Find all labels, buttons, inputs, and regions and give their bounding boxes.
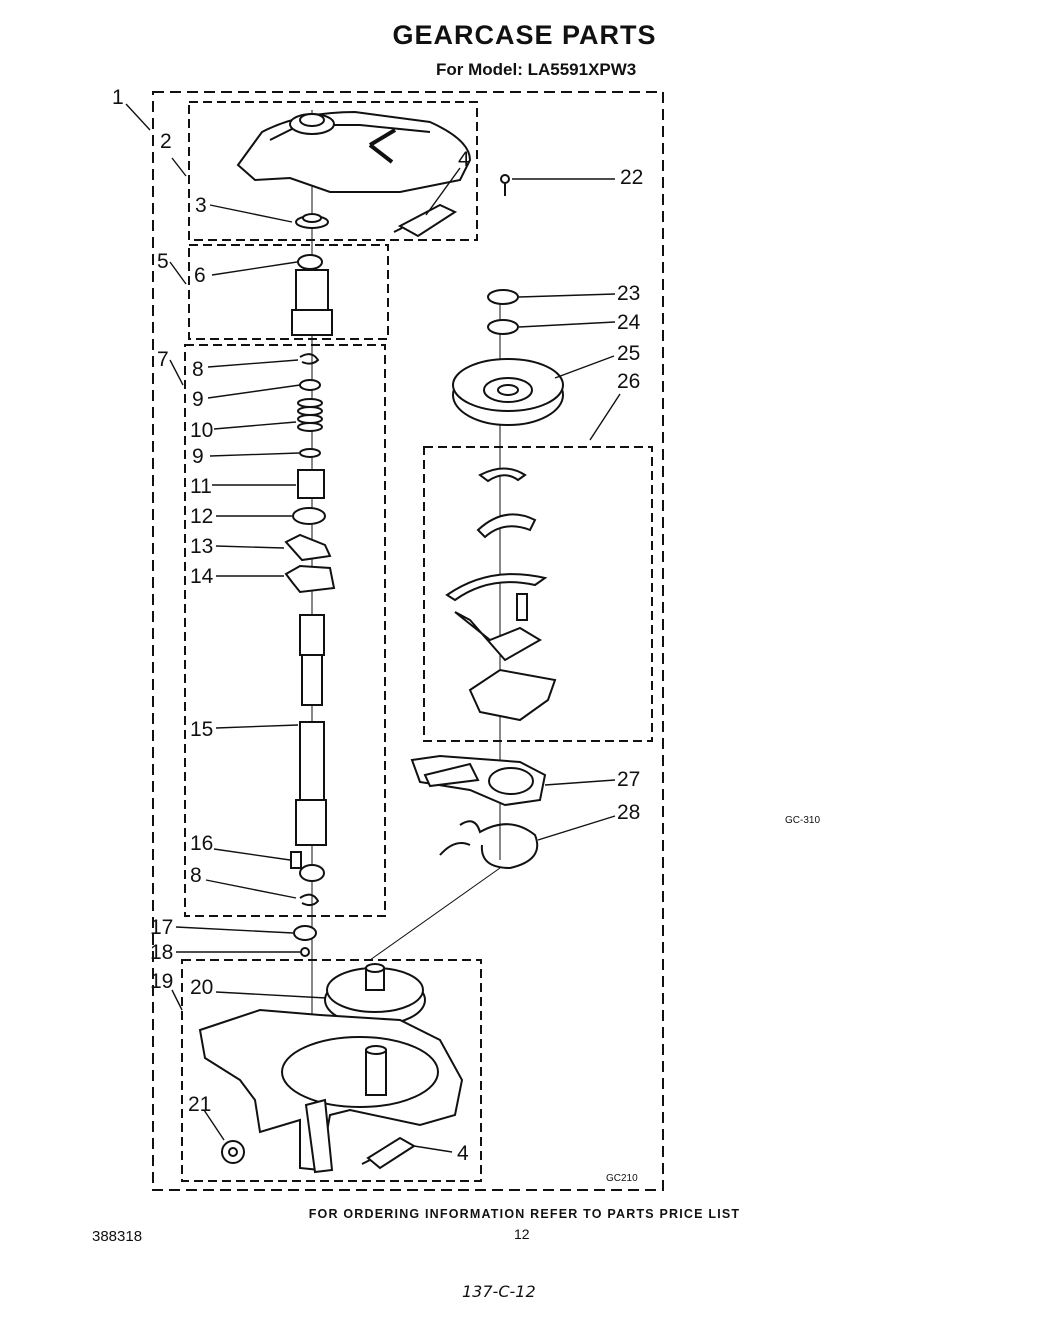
shift-clip (478, 467, 527, 483)
box-pinion-assembly (188, 244, 389, 340)
bearing-part (297, 254, 323, 270)
callout-numbers: 1 2 3 4 22 5 6 7 8 9 10 9 11 12 13 14 15… (112, 86, 643, 1165)
figure-code-side: GC-310 (785, 815, 820, 826)
box-cover-assembly (188, 101, 478, 241)
callout-18: 18 (150, 941, 173, 964)
ball-part (300, 947, 310, 957)
key-part (290, 851, 302, 869)
cam-bar-part (410, 754, 547, 807)
callout-21: 21 (188, 1093, 211, 1116)
spline-part (297, 469, 325, 499)
callout-9-top: 9 (192, 388, 204, 411)
callout-6: 6 (194, 264, 206, 287)
callout-17: 17 (150, 916, 173, 939)
callout-20: 20 (190, 976, 213, 999)
model-line: For Model: LA5591XPW3 (436, 60, 637, 79)
callout-1: 1 (112, 86, 124, 109)
washer-23 (487, 289, 519, 305)
callout-15: 15 (190, 718, 213, 741)
callout-8-bottom: 8 (190, 864, 202, 887)
callout-7: 7 (157, 348, 169, 371)
callout-3: 3 (195, 194, 207, 217)
shaft-upper-spline (299, 614, 325, 656)
callout-5: 5 (157, 250, 169, 273)
center-axis-lines (311, 110, 501, 1080)
page-title: GEARCASE PARTS (392, 20, 657, 50)
cover-part (236, 110, 472, 193)
pinion-part (295, 269, 329, 313)
thrust-washer (293, 925, 317, 941)
callout-9-bottom: 9 (192, 445, 204, 468)
retaining-ring-bottom (299, 893, 320, 907)
retaining-ring-top (299, 353, 320, 365)
box-housing-assembly (181, 959, 482, 1182)
page-number: 12 (514, 1226, 530, 1242)
washer-bottom (299, 448, 321, 458)
callout-24: 24 (617, 311, 641, 334)
callout-27: 27 (617, 768, 640, 791)
shaft-lower (299, 721, 325, 801)
callout-12: 12 (190, 505, 213, 528)
drive-gear-part (324, 963, 426, 1026)
callout-16: 16 (190, 832, 213, 855)
callout-14: 14 (190, 565, 214, 588)
callout-22: 22 (620, 166, 643, 189)
handwritten-note: 137-C-12 (462, 1282, 536, 1301)
shift-fork (445, 573, 548, 602)
spring-part (297, 398, 323, 432)
large-gear-part (452, 358, 564, 426)
callout-10: 10 (190, 419, 213, 442)
leader-lines (125, 103, 621, 1153)
callout-28: 28 (617, 801, 640, 824)
cam-part (284, 533, 332, 562)
callout-4-top: 4 (458, 148, 470, 171)
callout-19: 19 (150, 970, 173, 993)
washer-24 (487, 319, 519, 335)
shift-plate (468, 668, 557, 722)
housing-post (365, 1049, 387, 1096)
callout-4-bottom: 4 (457, 1142, 469, 1165)
callout-2: 2 (160, 130, 172, 153)
lubricant-tube-top (397, 203, 458, 238)
assembly-boxes (152, 91, 664, 1191)
box-shaft-assembly (184, 344, 386, 917)
parts-drawing (198, 110, 564, 1174)
box-gearcase-assembly (152, 91, 664, 1191)
shifter-part (284, 564, 336, 594)
shift-lever (454, 611, 542, 662)
figure-code-box: GC210 (606, 1173, 638, 1184)
callout-13: 13 (190, 535, 213, 558)
callout-23: 23 (617, 282, 640, 305)
callout-11: 11 (190, 475, 212, 498)
shift-bracket (476, 513, 537, 539)
document-number: 388318 (92, 1228, 143, 1245)
callout-25: 25 (617, 342, 640, 365)
box-shift-assembly (423, 446, 653, 742)
lubricant-tube-bottom (366, 1136, 416, 1170)
callout-8-top: 8 (192, 358, 204, 381)
ring-part (292, 507, 326, 525)
callout-26: 26 (617, 370, 640, 393)
clip-part (439, 820, 539, 870)
gear-housing-part (198, 1008, 464, 1174)
washer-top (299, 379, 321, 391)
shift-pin (516, 593, 528, 621)
ordering-info: FOR ORDERING INFORMATION REFER TO PARTS … (308, 1207, 741, 1221)
